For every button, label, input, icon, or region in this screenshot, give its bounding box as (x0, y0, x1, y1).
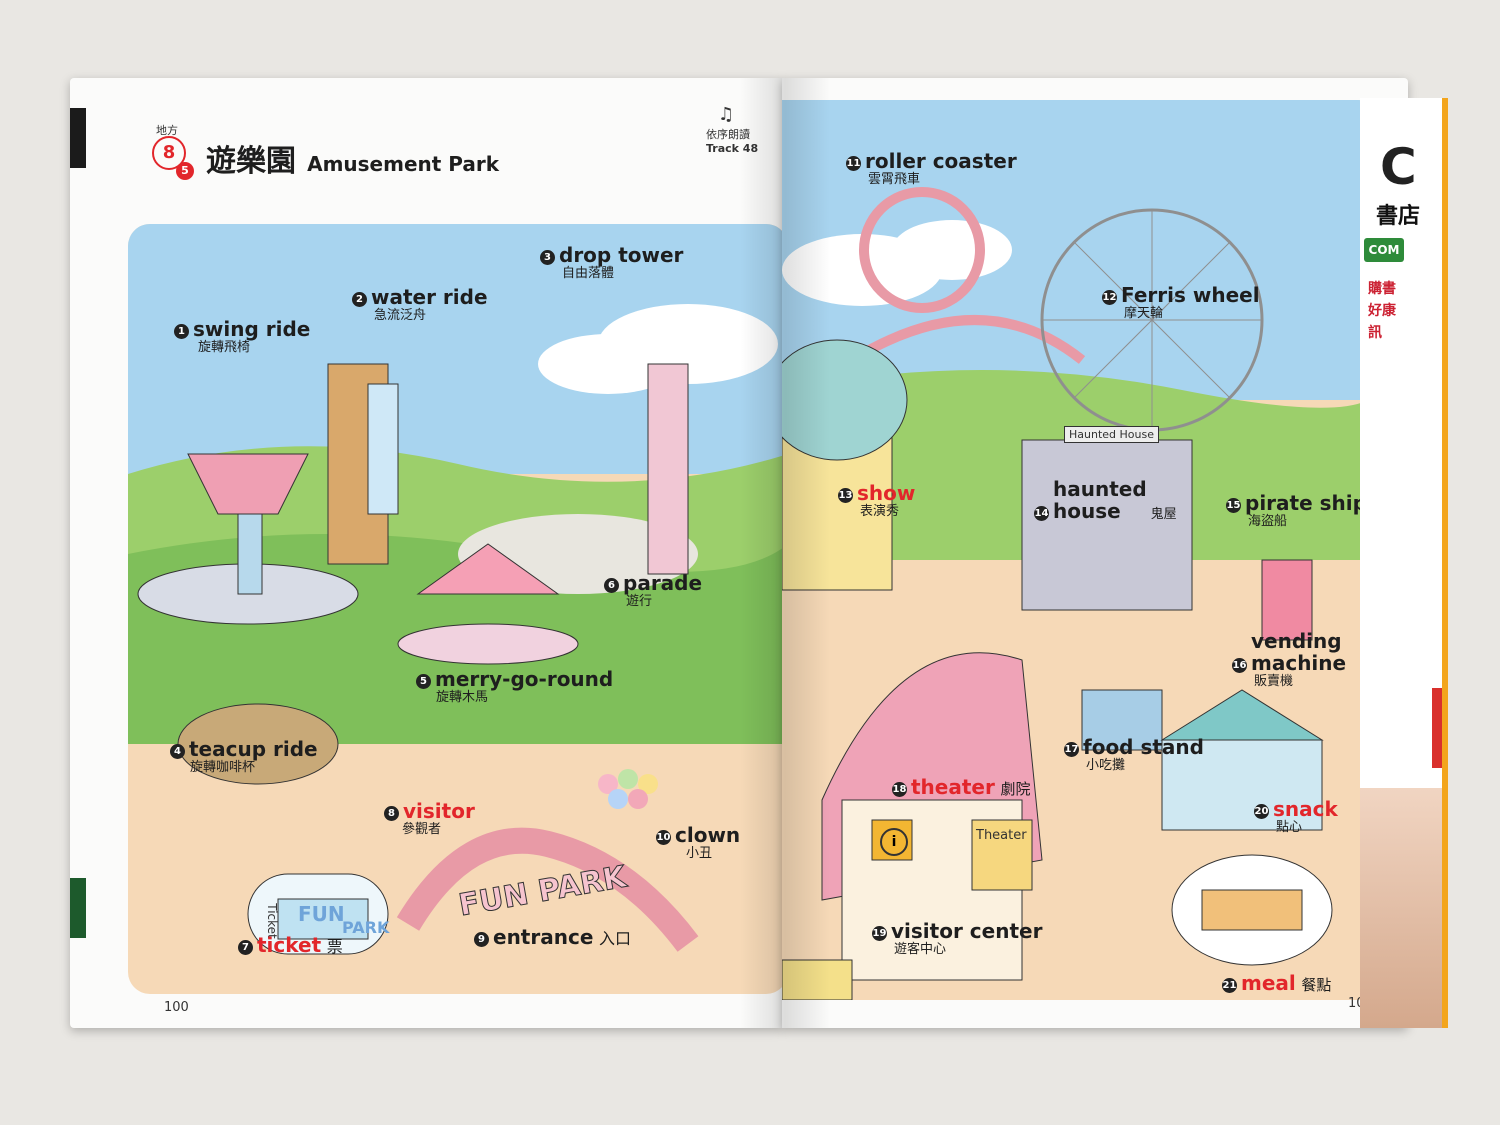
title-en: Amusement Park (307, 152, 500, 176)
page-title: 遊樂園 Amusement Park (206, 136, 499, 180)
edge-tab (70, 108, 86, 168)
right-illustration (782, 100, 1382, 1000)
ticket-brand-top: FUN (298, 902, 345, 926)
haunted-house-sign: Haunted House (1064, 426, 1159, 443)
flyer-line: 購書 (1368, 281, 1396, 297)
scene-right: Haunted House Theater i (782, 100, 1382, 1000)
theater-sign: Theater (976, 828, 1027, 843)
flyer-photo (1360, 788, 1442, 1028)
flyer-letter: C (1380, 138, 1417, 196)
edge-tab (70, 878, 86, 938)
inserted-flyer: C 書店 COM 購書 好康 訊 (1360, 98, 1448, 1028)
flyer-red-tab (1432, 688, 1442, 768)
audio-note-icon: ♫ (718, 104, 735, 125)
lesson-badge: 5 (176, 162, 194, 180)
left-page: 地方 8 5 遊樂園 Amusement Park ♫ 依序朗讀 Track 4… (70, 78, 782, 1028)
audio-label: 依序朗讀 (706, 128, 750, 141)
label-haunted-house: 14haunted house 鬼屋 (1034, 477, 1177, 523)
info-icon: i (880, 828, 908, 856)
flyer-pill: COM (1364, 238, 1404, 262)
flyer-line: 好康 (1368, 303, 1396, 319)
chapter-badge: 8 (152, 136, 186, 170)
open-book: 地方 8 5 遊樂園 Amusement Park ♫ 依序朗讀 Track 4… (40, 78, 1450, 1038)
ticket-brand-bottom: PARK (342, 918, 390, 937)
track-label: Track 48 (706, 142, 759, 155)
title-zh: 遊樂園 (206, 144, 296, 179)
flyer-title: 書店 (1376, 204, 1421, 229)
flyer-line: 訊 (1368, 325, 1382, 341)
right-page: 8 地方 (782, 78, 1408, 1028)
section-label: 地方 (156, 124, 178, 137)
page-number-left: 100 (164, 1000, 189, 1015)
